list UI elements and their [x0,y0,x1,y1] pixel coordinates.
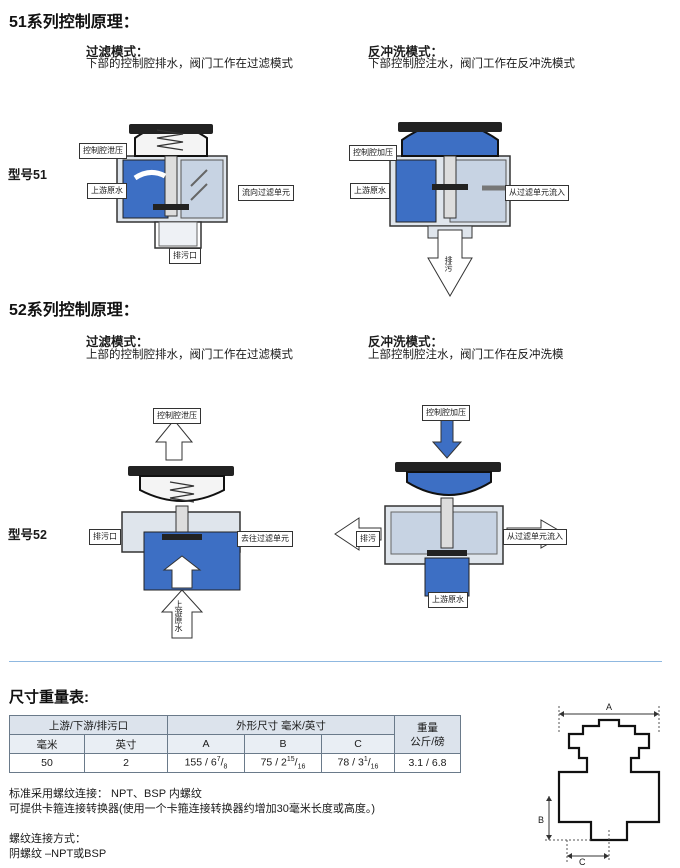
s51-ctrl-release-label: 控制腔泄压 [79,143,127,159]
s52-to-filter-label: 去往过滤单元 [237,531,293,547]
cell-a: 155 / 67/8 [167,753,245,773]
s51-drain-label: 排污 [444,256,453,272]
section-divider [9,661,662,662]
s52-ctrl-release-label: 控制腔泄压 [153,408,201,424]
valve-52-backwash-diagram [334,419,566,597]
cell-b-sub: 16 [297,763,306,771]
cell-c-main: 78 / 3 [337,756,364,769]
table-row: 50 2 155 / 67/8 75 / 215/16 78 / 31/16 3… [9,753,461,773]
dim-c-label: C [579,857,586,867]
cell-c-sub: 16 [370,763,379,771]
dim-b-label: B [538,815,545,825]
s51-backwash-mode-desc: 下部控制腔注水，阀门工作在反冲洗模式 [368,58,575,70]
th-inch: 英寸 [84,734,168,754]
s52-drain-label: 排污 [356,531,380,547]
s51-upstream-left-label: 上游原水 [87,183,127,199]
s52-from-filter-label: 从过滤单元流入 [503,529,567,545]
note-standard-connection: 标准采用螺纹连接： NPT、BSP 内螺纹 [9,788,202,800]
note-thread-type-title: 螺纹连接方式： [9,833,86,845]
cell-inch: 2 [84,753,168,773]
cell-mm: 50 [9,753,85,773]
s51-filter-mode-title: 过滤模式： [86,45,149,59]
th-b: B [244,734,322,754]
s51-from-filter-label: 从过滤单元流入 [505,185,569,201]
model-51-label: 型号51 [8,168,47,182]
s52-backwash-mode-title: 反冲洗模式： [368,335,444,349]
section-51-title: 51系列控制原理： [9,14,139,31]
th-weight: 重量 公斤/磅 [394,715,461,754]
cell-b-sup: 15 [286,755,295,763]
model-52-label: 型号52 [8,528,47,542]
note-clamp-adapter: 可提供卡箍连接转换器(使用一个卡箍连接转换器约增加30毫米长度或高度。) [9,803,376,815]
s51-upstream-right-label: 上游原水 [350,183,390,199]
note-thread-type: 阴螺纹 –NPT或BSP [9,848,107,860]
s51-to-filter-label: 流向过滤单元 [238,185,294,201]
cell-weight: 3.1 / 6.8 [394,753,461,773]
valve-51-backwash-diagram [389,122,511,297]
cell-c-sup: 1 [363,755,368,763]
th-ports: 上游/下游/排污口 [9,715,168,735]
dimensions-table: 上游/下游/排污口 外形尺寸 毫米/英寸 重量 公斤/磅 毫米 英寸 A B C… [9,715,461,773]
s52-upstream-right-label: 上游原水 [428,592,468,608]
cell-a-main: 155 / 6 [184,756,217,769]
th-mm: 毫米 [9,734,85,754]
th-weight-title: 重量 [417,721,438,734]
s52-upstream-left-label: 上游原水 [174,600,183,632]
cell-a-sub: 8 [223,763,228,771]
th-weight-units: 公斤/磅 [410,735,445,748]
valve-52-filter-diagram [121,419,241,639]
th-a: A [167,734,245,754]
section-52-title: 52系列控制原理： [9,302,139,319]
dimension-outline-drawing [545,706,661,862]
s51-backwash-mode-title: 反冲洗模式： [368,45,444,59]
dim-a-label: A [606,702,613,712]
s52-filter-mode-desc: 上部的控制腔排水，阀门工作在过滤模式 [86,349,293,361]
s51-filter-mode-desc: 下部的控制腔排水，阀门工作在过滤模式 [86,58,293,70]
s51-drain-port-label: 排污口 [169,248,201,264]
table-title: 尺寸重量表: [9,689,89,706]
cell-b-main: 75 / 2 [260,756,287,769]
cell-a-sup: 7 [216,755,221,763]
s52-backwash-mode-desc: 上部控制腔注水，阀门工作在反冲洗模 [368,349,564,361]
th-dimensions: 外形尺寸 毫米/英寸 [167,715,395,735]
th-c: C [321,734,395,754]
s52-drain-port-label: 排污口 [89,529,121,545]
s52-ctrl-pressure-label: 控制腔加压 [422,405,470,421]
cell-c: 78 / 31/16 [321,753,395,773]
s52-filter-mode-title: 过滤模式： [86,335,149,349]
cell-b: 75 / 215/16 [244,753,322,773]
s51-ctrl-pressure-label: 控制腔加压 [349,145,397,161]
valve-51-filter-diagram [116,124,228,249]
